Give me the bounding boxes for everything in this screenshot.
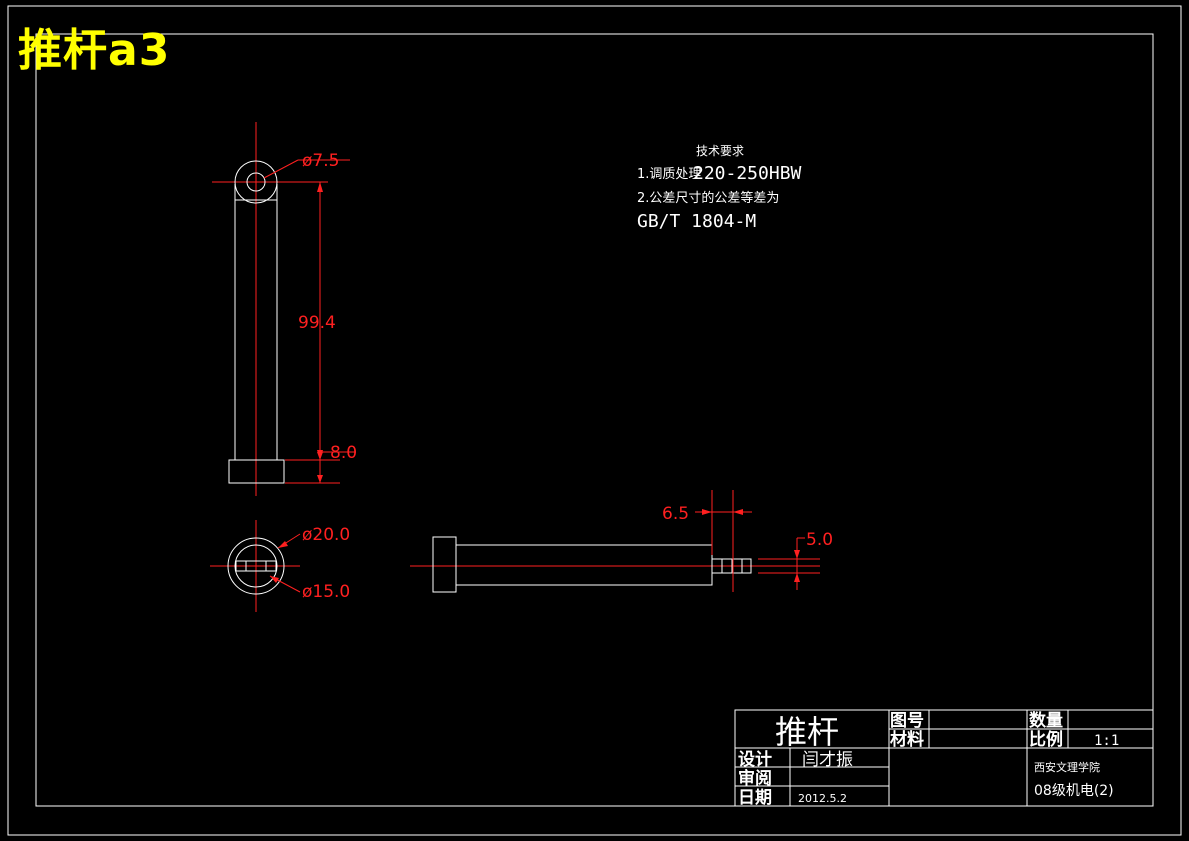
dim-d-top-hole: ø7.5	[302, 151, 339, 171]
arrow-d-inner	[270, 576, 279, 583]
dim-d-outer: ø20.0	[302, 525, 350, 545]
arrow-up	[317, 182, 323, 192]
dim-head-height: 8.0	[330, 443, 357, 463]
tech-line1-prefix: 1.调质处理	[637, 167, 701, 182]
arrow-step-right	[733, 509, 743, 515]
part-name: 推杆	[775, 713, 839, 751]
top-view: ø20.0 ø15.0	[210, 520, 350, 612]
dim-pin-diameter: 5.0	[806, 530, 833, 550]
scale-value: 1:1	[1094, 733, 1119, 749]
arrow-pin-bottom	[794, 573, 800, 582]
designer-name: 闫才振	[802, 750, 853, 770]
title-block: 推杆 图号 材料 数量 比例 1:1 设计 闫才振 审阅 日期 2012.5.2…	[734, 709, 1154, 808]
school-name: 西安文理学院	[1034, 760, 1100, 774]
title-block-border	[734, 709, 1154, 807]
side-head	[432, 536, 457, 593]
date-label: 日期	[738, 788, 772, 808]
scale-label: 比例	[1029, 729, 1063, 750]
tech-heading: 技术要求	[696, 144, 744, 158]
tech-line2: 2.公差尺寸的公差等差为	[637, 190, 779, 206]
quantity-label: 数量	[1029, 710, 1063, 731]
eye-hole-circle	[246, 172, 266, 192]
arrow-head-top	[317, 452, 323, 460]
arrow-step-left	[702, 509, 712, 515]
dim-d-inner: ø15.0	[302, 582, 350, 602]
tech-line3: GB/T 1804-M	[637, 211, 756, 232]
dim-length: 99.4	[298, 313, 336, 333]
designer-label: 设计	[738, 749, 772, 770]
material-label: 材料	[890, 729, 924, 750]
arrow-pin-top	[794, 550, 800, 559]
drawing-no-label: 图号	[890, 711, 924, 731]
side-view: 6.5 5.0	[410, 490, 833, 593]
rod-head	[228, 459, 285, 484]
reviewer-label: 审阅	[738, 768, 772, 789]
leader-d-top-hole	[263, 159, 299, 179]
inner-circle	[234, 544, 278, 588]
inner-frame	[35, 33, 1154, 807]
outer-frame	[7, 5, 1182, 836]
date-value: 2012.5.2	[798, 792, 847, 805]
arrow-head-bottom	[317, 475, 323, 483]
slot	[235, 560, 277, 572]
tech-line1-value: 220-250HBW	[693, 163, 802, 184]
side-shaft	[455, 544, 713, 586]
class-name: 08级机电(2)	[1034, 783, 1114, 799]
arrow-d-outer	[278, 541, 288, 548]
eye-outer-circle	[234, 160, 278, 204]
front-view: ø7.5 99.4 8.0	[212, 122, 357, 496]
outer-circle	[227, 537, 285, 595]
technical-requirements: 技术要求 1.调质处理 220-250HBW 2.公差尺寸的公差等差为 GB/T…	[637, 144, 802, 232]
page-title: 推杆a3	[18, 25, 171, 76]
dim-step-length: 6.5	[662, 504, 689, 524]
